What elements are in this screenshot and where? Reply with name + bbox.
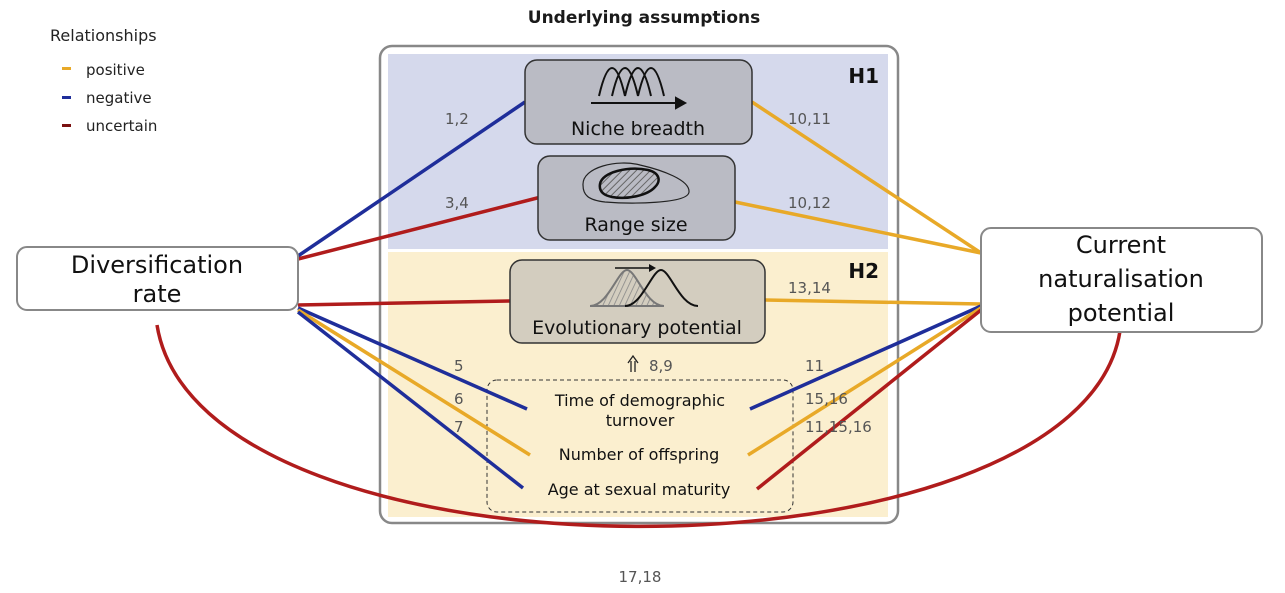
- edge-left-age: [296, 310, 525, 490]
- ref-time-left: 5: [454, 357, 464, 375]
- niche-label: Niche breadth: [571, 118, 705, 140]
- trait-time-line2: turnover: [606, 411, 675, 430]
- legend-swatch-negative: [62, 96, 71, 99]
- edge-bottom-arc: [155, 324, 1122, 529]
- evo-old-curve-icon: [589, 268, 665, 307]
- legend-swatch-uncertain: [62, 124, 71, 127]
- edge-evo-right: [764, 298, 982, 306]
- double-up-arrow-icon: [627, 354, 639, 372]
- h1-label: H1: [848, 64, 879, 88]
- diversification-line2: rate: [133, 280, 182, 308]
- traits-group: [486, 379, 794, 513]
- ref-range-left: 3,4: [445, 194, 469, 212]
- naturalisation-line1: Current: [1076, 231, 1166, 259]
- diversification-line1: Diversification: [71, 251, 243, 279]
- legend-label-positive: positive: [86, 61, 145, 79]
- node-range-size: Range size: [537, 155, 736, 241]
- edge-left-offspring: [297, 308, 531, 457]
- edge-range-right: [734, 200, 982, 255]
- node-niche-breadth: Niche breadth: [524, 59, 753, 145]
- trait-offspring: Number of offspring: [559, 445, 720, 464]
- ref-age-left: 7: [454, 418, 464, 436]
- legend: Relationships positive negative uncertai…: [50, 26, 157, 135]
- ref-offspring-left: 6: [454, 390, 464, 408]
- edge-niche-right: [751, 100, 982, 255]
- trait-age: Age at sexual maturity: [548, 480, 731, 499]
- legend-swatch-positive: [62, 67, 71, 70]
- ref-evo-right: 13,14: [788, 279, 831, 297]
- edge-offspring-right: [747, 306, 982, 457]
- trait-time-line1: Time of demographic: [554, 391, 725, 410]
- naturalisation-line2: naturalisation: [1038, 265, 1204, 293]
- ref-evo-up: 8,9: [649, 357, 673, 375]
- edge-left-niche: [297, 100, 526, 258]
- ref-range-right: 10,12: [788, 194, 831, 212]
- ref-age-right: 11,15,16: [805, 418, 872, 436]
- evo-label: Evolutionary potential: [532, 317, 742, 339]
- legend-heading: Relationships: [50, 26, 157, 45]
- node-evolutionary-potential: Evolutionary potential: [509, 259, 766, 344]
- range-outline-icon: [582, 162, 690, 204]
- range-core-icon: [598, 167, 660, 200]
- edge-left-range: [297, 195, 542, 261]
- naturalisation-line3: potential: [1068, 299, 1175, 327]
- edge-left-time: [297, 306, 528, 411]
- range-label: Range size: [584, 214, 687, 236]
- h2-label: H2: [848, 259, 879, 283]
- ref-bottom: 17,18: [619, 568, 662, 586]
- ref-time-right: 11: [805, 357, 824, 375]
- diagram-title: Underlying assumptions: [528, 8, 760, 28]
- evo-new-curve-icon: [624, 268, 699, 307]
- node-naturalisation-potential: Current naturalisation potential: [980, 227, 1263, 333]
- edge-time-right: [749, 304, 982, 411]
- edge-age-right: [755, 308, 983, 491]
- ref-niche-right: 10,11: [788, 110, 831, 128]
- assumptions-frame: [378, 44, 900, 525]
- legend-label-negative: negative: [86, 89, 152, 107]
- legend-label-uncertain: uncertain: [86, 117, 157, 135]
- niche-curves-icon: [591, 67, 688, 110]
- node-diversification-rate: Diversification rate: [16, 246, 299, 311]
- edge-left-evo: [297, 299, 511, 307]
- ref-niche-left: 1,2: [445, 110, 469, 128]
- ref-offspring-right: 15,16: [805, 390, 848, 408]
